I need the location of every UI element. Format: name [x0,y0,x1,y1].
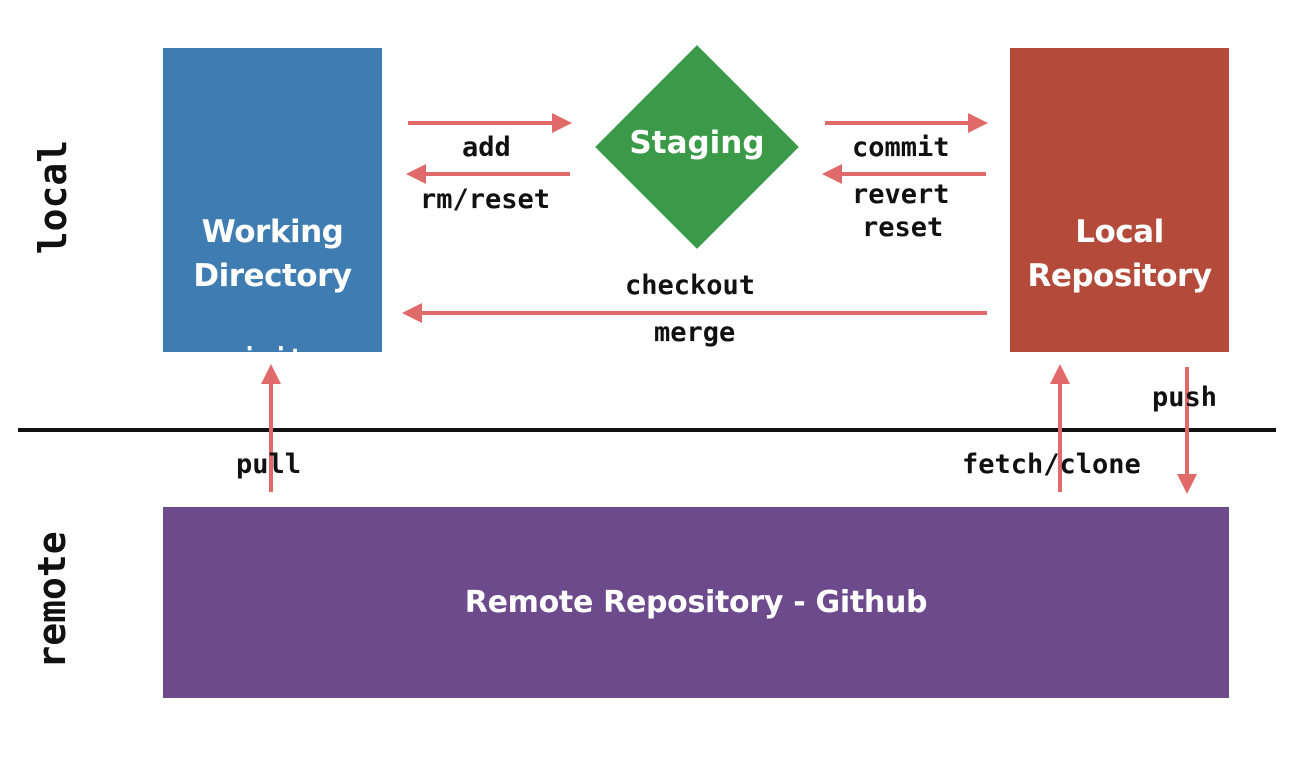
local-repository-title: Local Repository [1010,210,1229,298]
working-directory-box: Working Directory init [163,48,382,374]
working-directory-title-line2: Directory [193,258,352,294]
remote-repository-box: Remote Repository - Github [163,507,1229,698]
remote-side-label: remote [30,531,74,669]
reset-label: reset [862,212,944,243]
commit-label: commit [852,132,950,163]
fetch-clone-label: fetch/clone [962,449,1141,480]
local-repository-title-line1: Local [1075,214,1164,250]
merge-label: merge [654,317,736,348]
checkout-label: checkout [625,270,756,301]
remote-repository-title: Remote Repository - Github [464,585,928,620]
working-directory-title: Working Directory [163,210,382,298]
staging-label: Staging [629,125,765,161]
local-side-label: local [31,139,75,255]
add-label: add [462,132,511,163]
push-label: push [1152,382,1218,413]
local-repository-title-line2: Repository [1027,258,1212,294]
local-repository-box: Local Repository [1010,48,1229,352]
pull-label: pull [236,449,302,480]
revert-label: revert [852,179,950,210]
working-directory-title-line1: Working [201,214,344,250]
rm-reset-label: rm/reset [420,184,551,215]
